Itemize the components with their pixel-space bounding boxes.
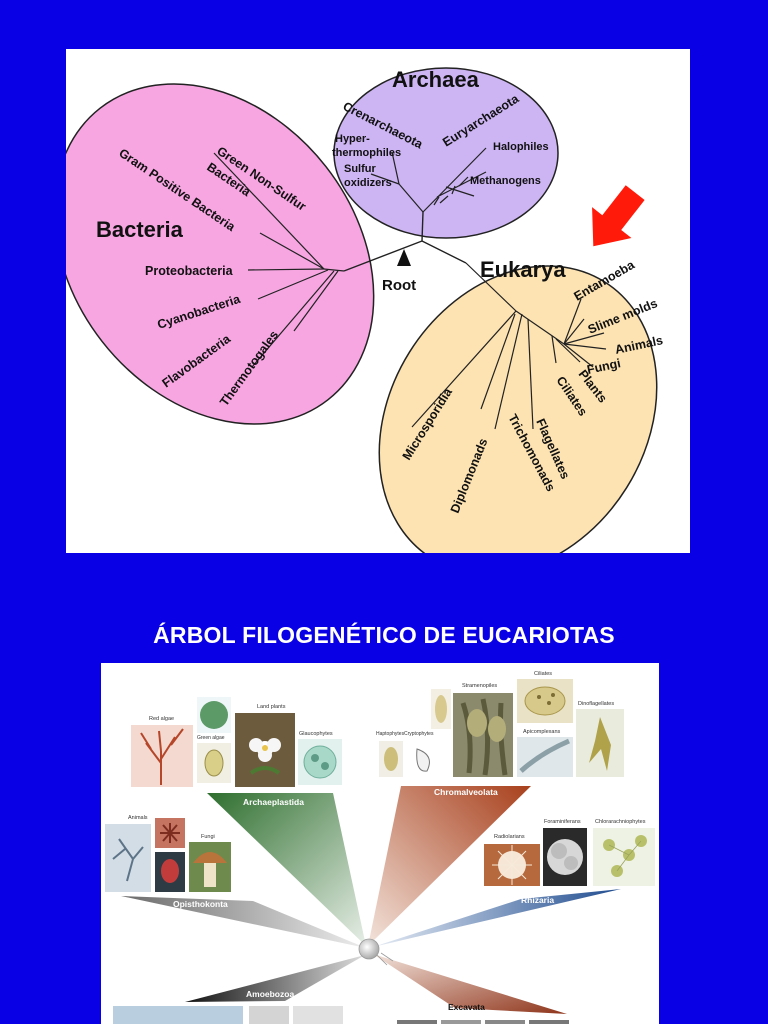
land-plants-image xyxy=(235,713,295,787)
stramenopiles-image xyxy=(453,693,513,777)
fungi-label-bottom: Fungi xyxy=(201,834,215,840)
eukarya-domain-label: Eukarya xyxy=(480,257,566,282)
excavata-label: Excavata xyxy=(448,1002,485,1012)
bacteria-domain-label: Bacteria xyxy=(96,217,184,242)
red-algae-label: Red algae xyxy=(149,716,174,722)
sulfur-oxidizers-label: Sulfur xyxy=(344,163,376,175)
root-marker xyxy=(397,249,411,266)
methanogens-label: Methanogens xyxy=(470,175,541,187)
archaeplastida-wedge xyxy=(207,793,366,946)
tree-hub xyxy=(358,938,380,960)
hyperthermophiles-label-2: thermophiles xyxy=(332,147,401,159)
dinoflagellates-image xyxy=(576,709,624,777)
opisthokonta-wedge xyxy=(121,896,366,948)
section-title: ÁRBOL FILOGENÉTICO DE EUCARIOTAS xyxy=(153,622,615,648)
red-arrow-icon xyxy=(592,185,645,247)
three-domain-tree-figure: Root Bacteria Archaea Eukarya Green Non-… xyxy=(66,49,690,553)
chlorarachniophytes-image xyxy=(593,828,655,886)
glaucophytes-label: Glaucophytes xyxy=(299,731,333,737)
chromalveolata-wedge xyxy=(368,786,531,946)
hyperthermophiles-label: Hyper- xyxy=(335,133,370,145)
opisthokonta-label: Opisthokonta xyxy=(173,899,228,909)
archaea-domain-label: Archaea xyxy=(392,67,480,92)
amoebozoa-label: Amoebozoa xyxy=(246,989,294,999)
green-algae-label: Green algae xyxy=(197,735,225,741)
excavata-thumbnails xyxy=(397,1020,569,1024)
dinoflagellates-label: Dinoflagellates xyxy=(578,701,614,707)
ciliates-image xyxy=(517,679,573,723)
radiolarians-label: Radiolarians xyxy=(494,834,525,840)
diatom-image xyxy=(431,689,451,729)
sulfur-oxidizers-label-2: oxidizers xyxy=(344,177,392,189)
eukaryote-supergroup-tree: Archaeplastida Chromalveolata Opisthokon… xyxy=(105,671,655,1024)
stramenopiles-label: Stramenopiles xyxy=(462,683,497,689)
fungi-label: Fungi xyxy=(586,356,622,377)
rhizaria-wedge xyxy=(373,889,621,947)
amoebozoa-thumbnails xyxy=(113,1006,343,1024)
archaea-branches xyxy=(370,147,487,213)
foraminiferans-image xyxy=(543,828,587,886)
three-domain-tree: Root Bacteria Archaea Eukarya Green Non-… xyxy=(66,67,664,553)
cryptophytes-image xyxy=(407,741,441,777)
tree-trunk xyxy=(343,211,467,272)
apicomplexans-image xyxy=(517,737,573,777)
green-algae-image xyxy=(197,697,231,783)
eukarya-ellipse xyxy=(378,265,658,553)
haptophytes-image xyxy=(379,741,403,777)
radiolarians-image xyxy=(484,844,540,886)
red-algae-image xyxy=(131,725,193,787)
hub-stubs xyxy=(376,952,394,966)
archaea-ellipse xyxy=(333,67,559,239)
cryptophytes-label: Cryptophytes xyxy=(404,731,434,737)
eukarya-branches xyxy=(411,262,607,430)
fungi-image xyxy=(189,842,231,892)
bacteria-ellipse xyxy=(66,83,375,425)
root-label: Root xyxy=(382,277,416,294)
land-plants-label: Land plants xyxy=(257,704,286,710)
animals-label-bottom: Animals xyxy=(128,815,148,821)
bacteria-branches xyxy=(213,152,345,368)
archaeplastida-label: Archaeplastida xyxy=(243,797,304,807)
chromalveolata-label: Chromalveolata xyxy=(434,787,498,797)
eukaryote-tree-figure: Archaeplastida Chromalveolata Opisthokon… xyxy=(101,663,659,1024)
foraminiferans-label: Foraminiferans xyxy=(544,819,581,825)
glaucophytes-image xyxy=(298,739,342,785)
chlorarachniophytes-label: Chlorarachniophytes xyxy=(595,819,646,825)
excavata-wedge xyxy=(373,954,567,1014)
apicomplexans-label: Apicomplexans xyxy=(523,729,561,735)
rhizaria-label: Rhizaria xyxy=(521,895,554,905)
animals-image xyxy=(105,818,185,892)
amoebozoa-wedge xyxy=(185,955,365,1002)
ciliates-label: Ciliates xyxy=(534,671,552,677)
proteobacteria-label: Proteobacteria xyxy=(145,264,234,278)
haptophytes-label: Haptophytes xyxy=(376,731,405,737)
halophiles-label: Halophiles xyxy=(493,141,549,153)
